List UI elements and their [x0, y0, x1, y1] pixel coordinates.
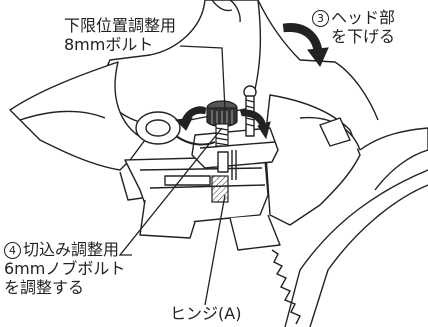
label-line: 8mmボルト [64, 35, 154, 54]
saw-body-right [264, 94, 428, 226]
label-hinge: ヒンジ(A) [170, 304, 242, 323]
saw-blade [271, 169, 428, 327]
label-line: 6mmノブボルト [4, 259, 126, 278]
knob-bolt-6mm [206, 100, 238, 147]
hinge-a [211, 175, 229, 203]
step-number-4: 4 [4, 242, 21, 259]
label-line: 下限位置調整用 [64, 16, 177, 35]
label-line: を調整する [4, 278, 85, 297]
label-lower-limit-bolt: 下限位置調整用 8mmボルト [64, 16, 176, 54]
rotate-arrows [174, 106, 271, 146]
label-text: 切込み調整用 [23, 240, 120, 259]
label-line: を下げる [331, 27, 396, 46]
head-down-arrow [282, 23, 329, 67]
step-number-3: 3 [312, 10, 329, 27]
leader-lines [118, 45, 226, 306]
label-text: ヘッド部 [331, 8, 396, 27]
saw-base [119, 157, 281, 251]
saw-body-left [9, 61, 181, 171]
